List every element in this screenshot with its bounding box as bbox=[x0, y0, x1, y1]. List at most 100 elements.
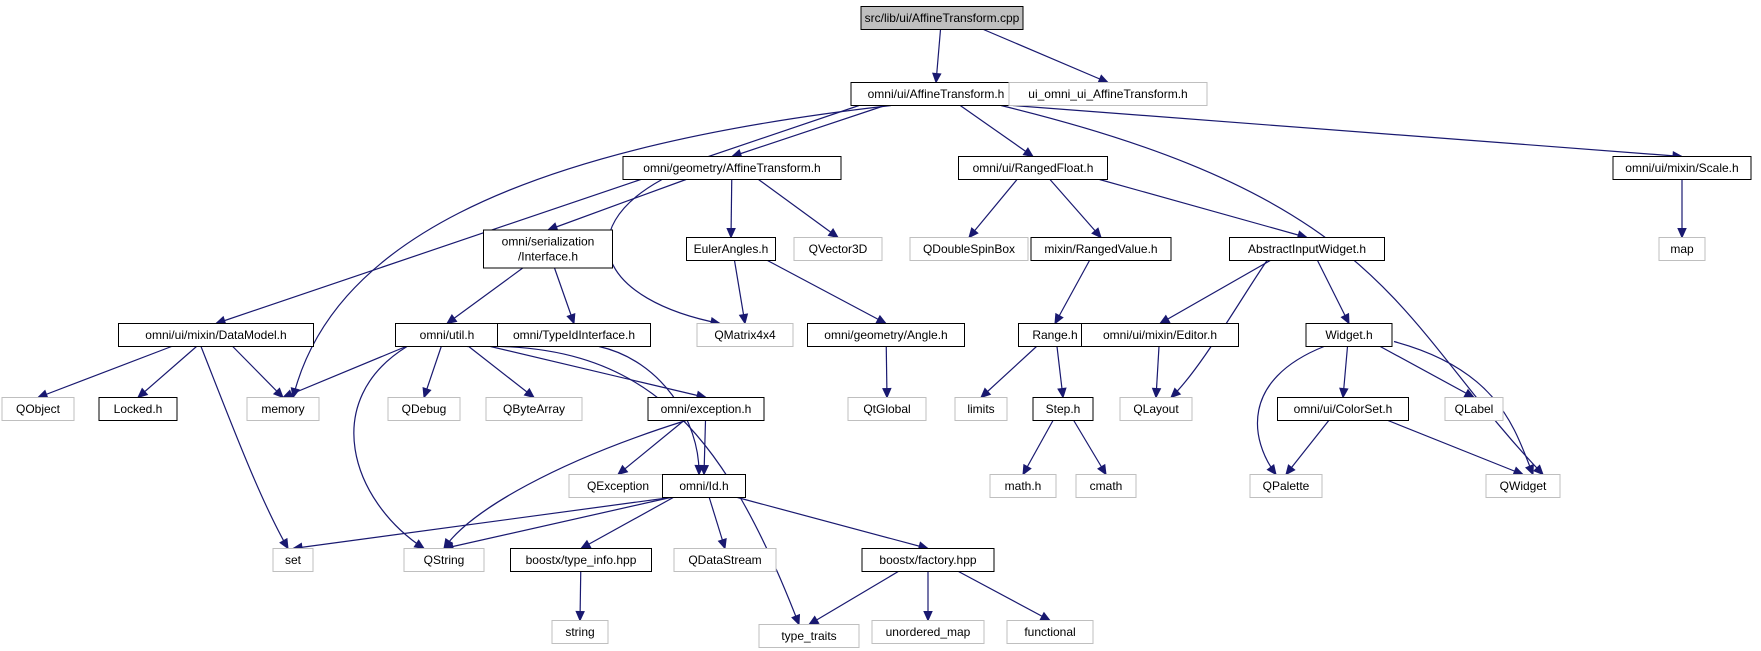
node-box bbox=[860, 6, 1024, 30]
edge-arrowhead bbox=[1022, 463, 1032, 476]
node-label: omni/serialization bbox=[502, 235, 595, 249]
node-step-h[interactable]: Step.h bbox=[1032, 397, 1094, 421]
node-qobject: QObject bbox=[1, 397, 75, 421]
node-qmatrix4x4: QMatrix4x4 bbox=[696, 323, 794, 347]
node-box bbox=[1075, 474, 1137, 498]
node-memory: memory bbox=[246, 397, 320, 421]
node-mixin-rangedvalue-h[interactable]: mixin/RangedValue.h bbox=[1030, 237, 1172, 261]
node-widget-h[interactable]: Widget.h bbox=[1305, 323, 1393, 347]
node-label: QString bbox=[424, 553, 465, 567]
node-box bbox=[1119, 397, 1193, 421]
edge-arrow bbox=[1022, 420, 1054, 476]
edge-line bbox=[292, 104, 892, 398]
node-label: map bbox=[1670, 242, 1694, 256]
node-omni-util-h[interactable]: omni/util.h bbox=[395, 323, 499, 347]
node-omni-exception-h[interactable]: omni/exception.h bbox=[647, 397, 765, 421]
edge-arrow bbox=[699, 420, 710, 476]
edge-arrow bbox=[733, 260, 749, 325]
edge-line bbox=[1379, 345, 1475, 399]
edges-layer bbox=[36, 28, 1687, 626]
node-omni-typeidinterface-h[interactable]: omni/TypeIdInterface.h bbox=[497, 323, 651, 347]
edge-arrow bbox=[1012, 104, 1684, 161]
node-label: QMatrix4x4 bbox=[714, 328, 776, 342]
node-omni-geometry-angle-h[interactable]: omni/geometry/Angle.h bbox=[807, 323, 965, 347]
node-box bbox=[387, 397, 461, 421]
edge-line bbox=[580, 496, 674, 550]
node-locked-h[interactable]: Locked.h bbox=[98, 397, 178, 421]
edge-arrowhead bbox=[875, 314, 888, 325]
node-boostx-factory-hpp[interactable]: boostx/factory.hpp bbox=[861, 548, 995, 572]
node-label: type_traits bbox=[781, 629, 836, 643]
node-label: boostx/factory.hpp bbox=[879, 553, 976, 567]
edge-arrow bbox=[1379, 345, 1476, 399]
node-set: set bbox=[272, 548, 314, 572]
edge-arrow bbox=[579, 496, 674, 550]
node-src-lib-ui-affinetransform-cpp[interactable]: src/lib/ui/AffineTransform.cpp bbox=[860, 6, 1024, 30]
edge-arrow bbox=[1054, 260, 1091, 325]
node-box bbox=[1249, 474, 1323, 498]
edge-arrowhead bbox=[1512, 466, 1525, 476]
node-omni-ui-mixin-editor-h[interactable]: omni/ui/mixin/Editor.h bbox=[1081, 323, 1239, 347]
edge-arrowhead bbox=[566, 312, 576, 325]
edge-arrow bbox=[446, 267, 524, 325]
node-omni-serialization-interface-h[interactable]: omni/serialization/Interface.h bbox=[483, 229, 613, 269]
node-abstractinputwidget-h[interactable]: AbstractInputWidget.h bbox=[1229, 237, 1385, 261]
node-box bbox=[647, 397, 765, 421]
edge-arrowhead bbox=[1340, 312, 1350, 325]
node-box bbox=[673, 548, 777, 572]
node-label: limits bbox=[967, 402, 994, 416]
edge-arrow bbox=[137, 346, 197, 399]
edge-line bbox=[553, 267, 575, 324]
node-omni-id-h[interactable]: omni/Id.h bbox=[662, 474, 746, 498]
node-box bbox=[1658, 237, 1706, 261]
node-label: cmath bbox=[1090, 479, 1123, 493]
node-box bbox=[1612, 156, 1752, 180]
node-omni-ui-rangedfloat-h[interactable]: omni/ui/RangedFloat.h bbox=[958, 156, 1108, 180]
edge-arrowhead bbox=[1091, 227, 1102, 239]
node-omni-geometry-affinetransform-h[interactable]: omni/geometry/AffineTransform.h bbox=[622, 156, 842, 180]
edge-line bbox=[1073, 420, 1107, 475]
node-label: Range.h bbox=[1032, 328, 1077, 342]
node-label: omni/ui/mixin/Editor.h bbox=[1103, 328, 1217, 342]
node-cmath: cmath bbox=[1075, 474, 1137, 498]
edge-line bbox=[1099, 178, 1308, 239]
edge-arrowhead bbox=[1285, 464, 1296, 476]
node-label: QException bbox=[587, 479, 649, 493]
node-label: QByteArray bbox=[503, 402, 565, 416]
edge-arrow bbox=[1073, 420, 1107, 476]
edge-arrow bbox=[958, 570, 1052, 622]
edge-arrowhead bbox=[617, 464, 629, 476]
edge-arrowhead bbox=[738, 313, 749, 325]
edge-line bbox=[598, 345, 700, 475]
edge-line bbox=[737, 496, 929, 550]
edge-arrow bbox=[1285, 420, 1330, 476]
node-box bbox=[1, 397, 75, 421]
edge-arrowhead bbox=[1097, 74, 1110, 84]
edge-arrow bbox=[932, 29, 942, 84]
node-math-h: math.h bbox=[989, 474, 1057, 498]
node-box bbox=[510, 548, 652, 572]
node-omni-ui-mixin-datamodel-h[interactable]: omni/ui/mixin/DataModel.h bbox=[118, 323, 314, 347]
edge-arrowhead bbox=[1339, 387, 1349, 399]
node-eulerangles-h[interactable]: EulerAngles.h bbox=[686, 237, 776, 261]
node-range-h[interactable]: Range.h bbox=[1018, 323, 1092, 347]
edge-arrow bbox=[422, 346, 442, 399]
node-label: QVector3D bbox=[809, 242, 868, 256]
edge-arrow bbox=[726, 179, 736, 239]
edge-arrow bbox=[807, 570, 899, 626]
edge-line bbox=[232, 346, 284, 398]
node-label: src/lib/ui/AffineTransform.cpp bbox=[865, 11, 1020, 25]
node-omni-ui-colorset-h[interactable]: omni/ui/ColorSet.h bbox=[1277, 397, 1409, 421]
node-omni-ui-affinetransform-h[interactable]: omni/ui/AffineTransform.h bbox=[850, 82, 1022, 106]
node-omni-ui-mixin-scale-h[interactable]: omni/ui/mixin/Scale.h bbox=[1612, 156, 1752, 180]
node-qstring: QString bbox=[403, 548, 485, 572]
edge-line bbox=[758, 179, 839, 238]
edge-line bbox=[808, 570, 899, 626]
node-label: Locked.h bbox=[114, 402, 163, 416]
node-boostx-type-info-hpp[interactable]: boostx/type_info.hpp bbox=[510, 548, 652, 572]
edge-arrow bbox=[553, 267, 576, 325]
node-string: string bbox=[551, 620, 609, 644]
node-box bbox=[861, 548, 995, 572]
node-box bbox=[1030, 237, 1172, 261]
